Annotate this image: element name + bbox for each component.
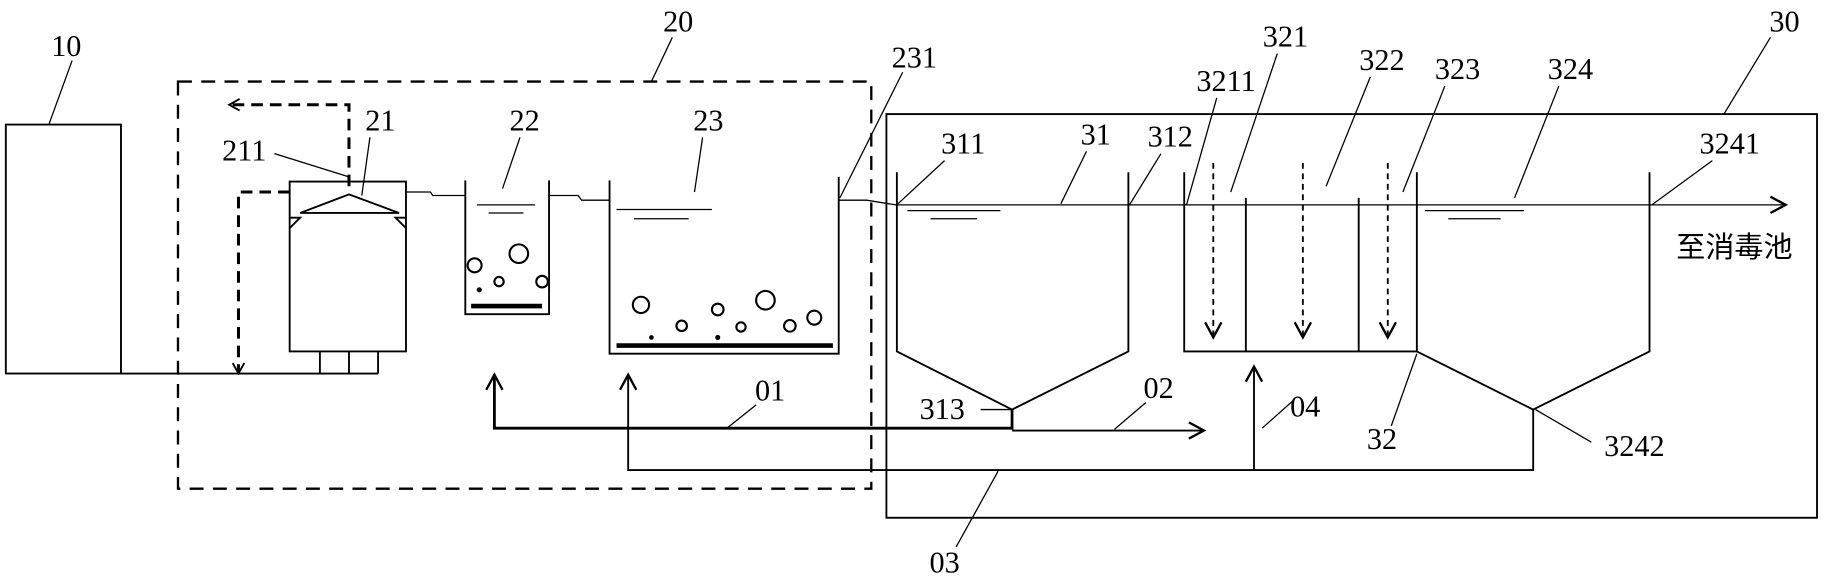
unit-21-return-dashed-arrow (231, 190, 290, 376)
leader-211 (274, 153, 350, 178)
leader-03 (955, 470, 999, 548)
leader-3211 (1185, 97, 1218, 206)
leader-21 (361, 137, 371, 196)
leader-31 (1060, 151, 1088, 204)
label-20: 20 (663, 5, 693, 39)
leader-3242 (1535, 409, 1592, 443)
label-02: 02 (1143, 371, 1173, 405)
label-01: 01 (755, 373, 785, 407)
tank-324 (1416, 172, 1651, 411)
tank-22-bubble (535, 274, 549, 289)
leader-04 (1261, 399, 1294, 429)
leader-23 (693, 137, 704, 193)
main-effluent-line (838, 200, 1786, 205)
tank-22-bubble (508, 243, 530, 265)
leader-324 (1513, 85, 1560, 199)
label-313: 313 (920, 392, 965, 426)
label-10: 10 (51, 29, 81, 63)
tank-22-bubble (493, 275, 505, 288)
system-30-box (885, 113, 1818, 519)
label-211: 211 (222, 134, 266, 168)
leader-311 (897, 160, 946, 205)
label-21: 21 (365, 103, 395, 137)
label-30: 30 (1769, 5, 1799, 39)
tank-23 (608, 176, 840, 355)
return-line-01 (494, 375, 1014, 430)
label-324: 324 (1548, 52, 1593, 86)
leader-3241 (1651, 160, 1713, 206)
leader-01 (726, 404, 757, 429)
tank-23-bubble (755, 289, 776, 311)
unit-21-right-notch (393, 216, 407, 229)
label-311: 311 (941, 127, 985, 161)
label-3211: 3211 (1196, 64, 1255, 98)
tank-32-compartments (1183, 172, 1418, 353)
unit-21-overflow-dashed-arrow (227, 98, 351, 187)
leader-30 (1723, 36, 1772, 115)
leader-02 (1113, 402, 1147, 430)
leader-20 (650, 37, 673, 82)
leader-32 (1390, 353, 1418, 427)
label-231: 231 (892, 41, 937, 75)
label-23: 23 (693, 103, 723, 137)
label-32: 32 (1367, 422, 1397, 456)
leader-322 (1325, 76, 1371, 187)
destination-label: 至消毒池 (1676, 230, 1792, 264)
leader-321 (1230, 53, 1278, 193)
leader-22 (501, 137, 521, 189)
tank-23-bubble (806, 309, 823, 326)
label-31: 31 (1081, 117, 1111, 151)
label-03: 03 (929, 545, 959, 579)
pipe-21-22 (405, 191, 466, 197)
unit-10-box (4, 123, 122, 375)
tank-23-bubble (715, 334, 721, 341)
unit-21-box (288, 180, 407, 353)
tank-22-bubble (476, 287, 482, 293)
label-322: 322 (1359, 43, 1404, 77)
tank-23-bubble (631, 295, 651, 315)
tank-31 (895, 172, 1130, 411)
tank-22-bubble (466, 257, 483, 274)
unit-21-distributor (299, 193, 400, 214)
tank-23-bubble (675, 319, 688, 333)
leader-323 (1402, 85, 1446, 193)
label-3241: 3241 (1700, 127, 1760, 161)
tank-23-bubble (782, 318, 797, 333)
label-22: 22 (510, 103, 540, 137)
label-321: 321 (1263, 20, 1308, 54)
tank-23-bubble (710, 302, 725, 317)
label-312: 312 (1148, 120, 1193, 154)
tank-23-bubble (735, 321, 747, 333)
label-323: 323 (1435, 52, 1480, 86)
leader-231 (839, 71, 904, 199)
tank-23-bubble (649, 335, 654, 340)
leader-312 (1128, 153, 1162, 206)
label-04: 04 (1290, 390, 1320, 424)
leader-10 (48, 60, 73, 125)
tank-22 (464, 180, 550, 316)
system-20-boundary (176, 80, 873, 490)
label-3242: 3242 (1604, 429, 1664, 463)
unit-21-left-notch (288, 216, 303, 229)
return-line-03 (628, 375, 1535, 471)
pipe-22-23 (549, 194, 610, 201)
